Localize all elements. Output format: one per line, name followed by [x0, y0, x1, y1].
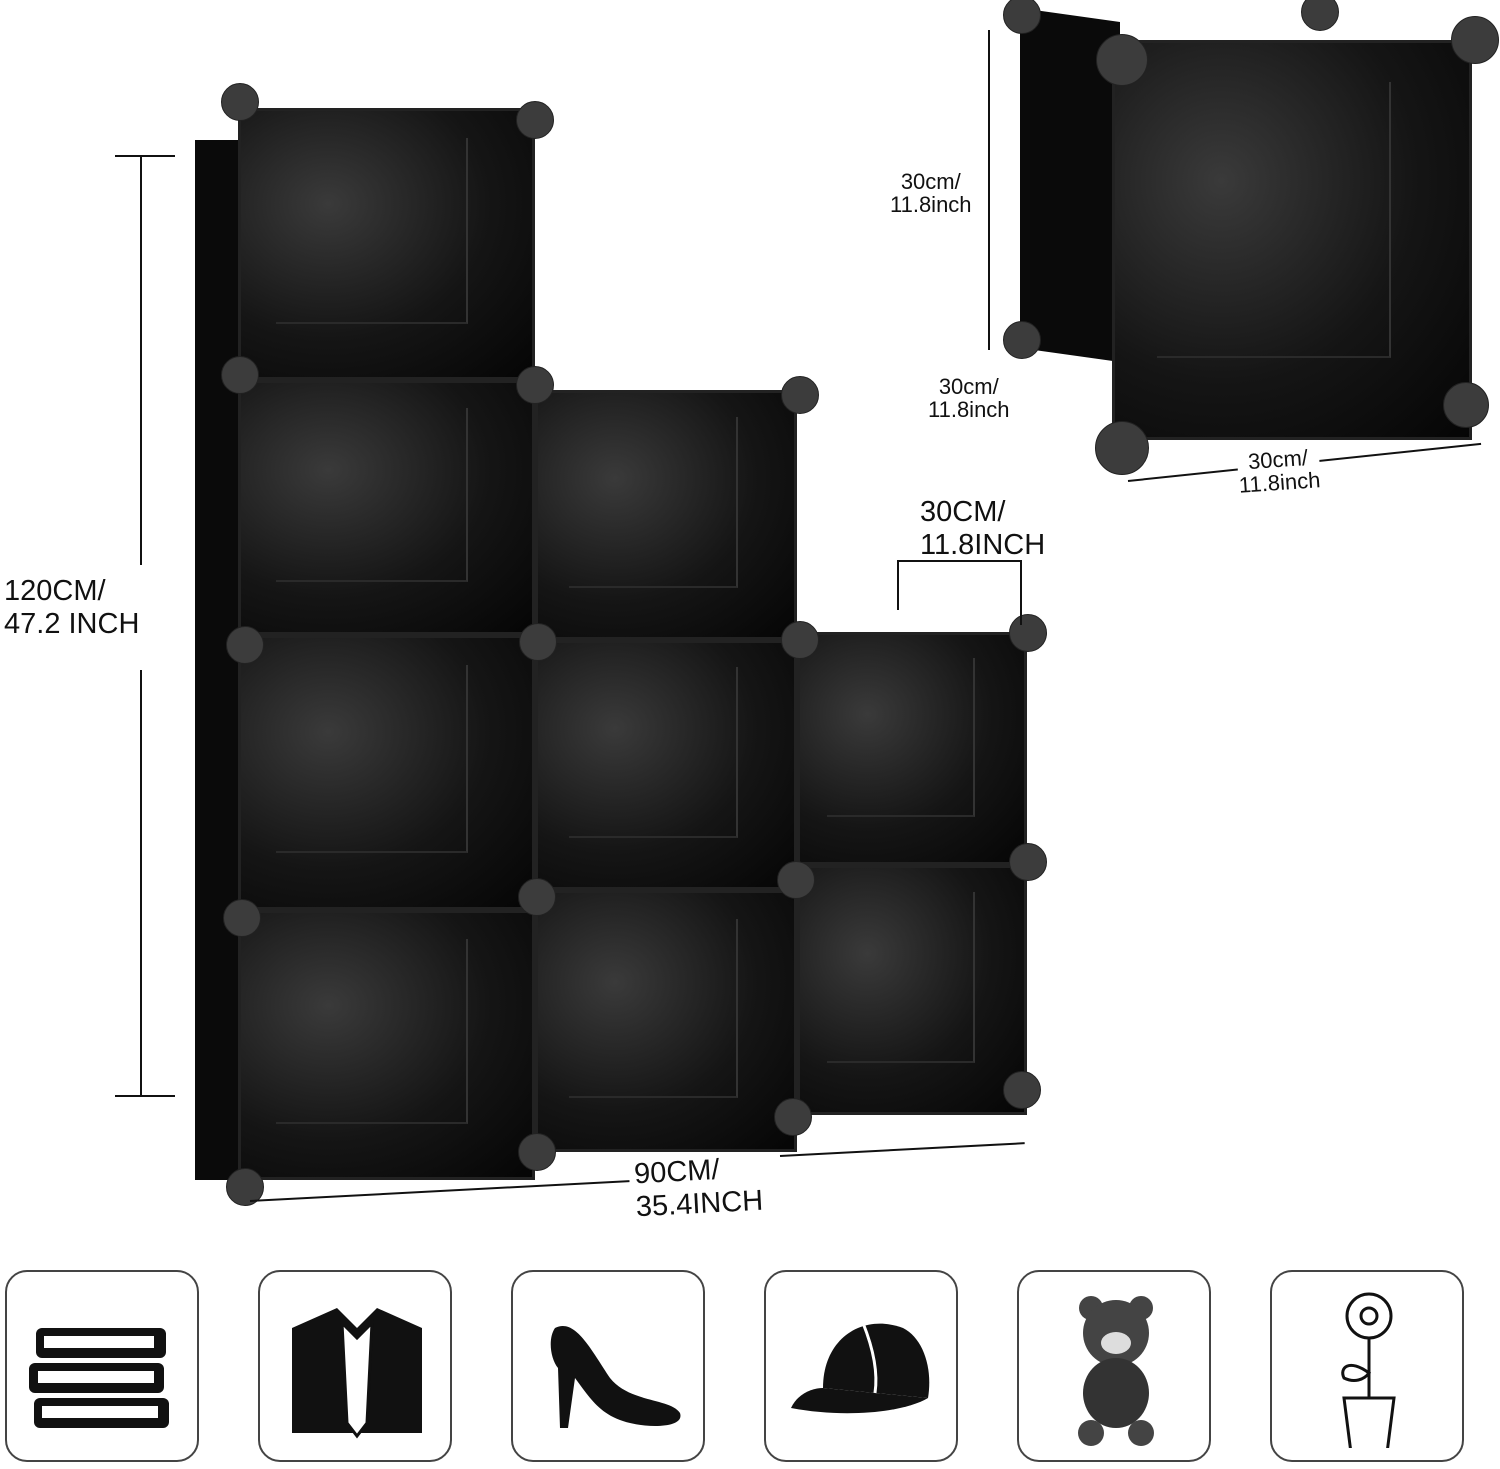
- single-depth-inch: 11.8inch: [928, 397, 1010, 422]
- shirt-tie-tile: [258, 1270, 452, 1462]
- cube-width-inch: 11.8INCH: [920, 529, 1046, 561]
- single-width-inch: 11.8inch: [1238, 467, 1322, 498]
- connector: [1003, 0, 1041, 34]
- connector: [516, 101, 554, 139]
- single-height-cm: 30cm/: [900, 169, 961, 194]
- single-width-label: 30cm/ 11.8inch: [1236, 445, 1322, 498]
- cube-col1-row3: [238, 635, 535, 910]
- cube-width-line: [897, 560, 1021, 562]
- connector: [518, 1133, 556, 1171]
- width-dimension-line: [249, 1180, 630, 1202]
- single-depth-label: 30cm/ 11.8inch: [928, 375, 1010, 421]
- dimension-tick: [115, 1095, 175, 1097]
- connector: [223, 899, 261, 937]
- shirt-tie-icon: [292, 1308, 422, 1439]
- flower-pot-tile: [1270, 1270, 1464, 1462]
- height-cm: 120CM/: [4, 575, 106, 607]
- cube-col2-row3: [535, 890, 797, 1152]
- flower-pot-icon: [1341, 1292, 1396, 1448]
- connector: [518, 878, 556, 916]
- height-dimension-line: [140, 670, 142, 1095]
- single-height-label: 30cm/ 11.8inch: [890, 170, 972, 216]
- connector: [1009, 614, 1047, 652]
- connector: [226, 626, 264, 664]
- cube-col3-row2: [797, 865, 1027, 1115]
- single-depth-cm: 30cm/: [938, 374, 999, 399]
- cube-col2-row2: [535, 640, 797, 890]
- height-dimension-line: [140, 155, 142, 565]
- cube-width-cm: 30CM/: [920, 496, 1006, 528]
- cap-tile: [764, 1270, 958, 1462]
- connector: [777, 861, 815, 899]
- width-label: 90CM/ 35.4INCH: [633, 1152, 764, 1225]
- dimension-tick: [1020, 560, 1022, 625]
- connector: [774, 1098, 812, 1136]
- books-tile: [5, 1270, 199, 1462]
- cube-col1-row2: [238, 380, 535, 635]
- connector: [221, 356, 259, 394]
- connector: [1003, 321, 1041, 359]
- cube-col2-row1: [535, 390, 797, 640]
- connector: [516, 366, 554, 404]
- single-cube: [1112, 40, 1472, 440]
- teddy-bear-tile: [1017, 1270, 1211, 1462]
- connector: [781, 376, 819, 414]
- cube-col1-row4: [238, 910, 535, 1180]
- connector: [1003, 1071, 1041, 1109]
- books-icon: [29, 1328, 169, 1428]
- cube-col3-row1: [797, 632, 1027, 865]
- cube-width-label: 30CM/ 11.8INCH: [920, 496, 1045, 562]
- cap-icon: [791, 1322, 930, 1414]
- connector: [1301, 0, 1339, 31]
- connector: [1451, 16, 1499, 64]
- height-inch: 47.2 INCH: [4, 608, 140, 640]
- high-heel-icon: [550, 1326, 681, 1428]
- dimension-tick: [115, 155, 175, 157]
- connector: [781, 621, 819, 659]
- single-height-inch: 11.8inch: [890, 192, 972, 217]
- connector: [1443, 382, 1489, 428]
- single-height-line: [988, 30, 992, 350]
- height-label: 120CM/ 47.2 INCH: [4, 575, 139, 641]
- high-heel-tile: [511, 1270, 705, 1462]
- connector: [221, 83, 259, 121]
- connector: [1009, 843, 1047, 881]
- connector: [1096, 34, 1148, 86]
- dimension-tick: [897, 560, 899, 610]
- connector: [519, 623, 557, 661]
- cube-col1-row1: [238, 108, 535, 380]
- width-inch: 35.4INCH: [635, 1184, 764, 1224]
- teddy-bear-icon: [1078, 1296, 1154, 1446]
- width-dimension-line: [779, 1142, 1025, 1157]
- connector: [1095, 421, 1149, 475]
